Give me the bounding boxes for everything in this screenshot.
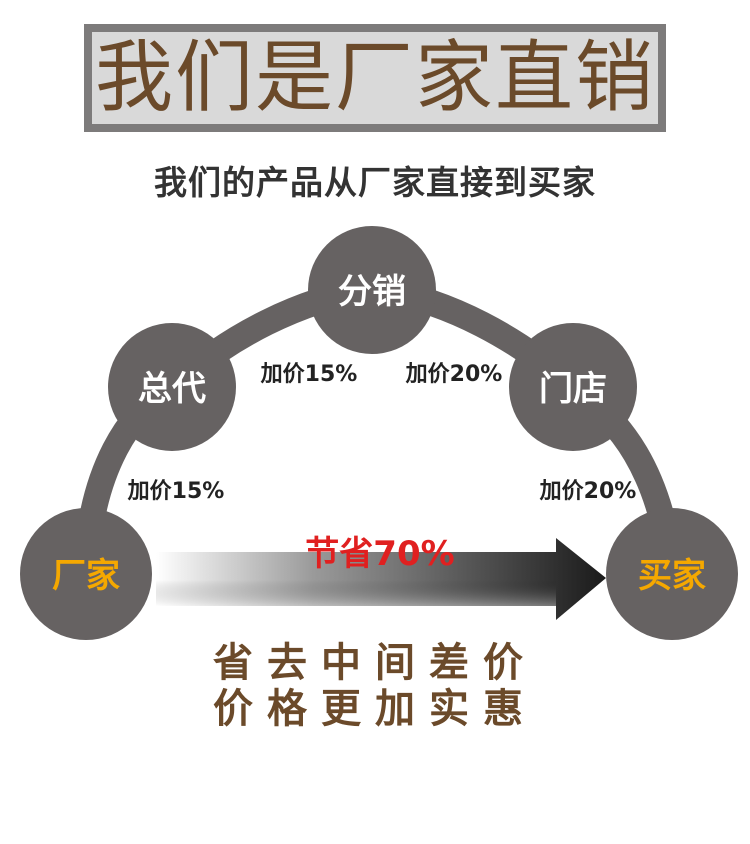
markup-store-to-buyer: 加价20% [539,479,637,504]
node-distribution-label: 分销 [338,272,406,312]
node-buyer-label: 买家 [638,556,706,596]
savings-label: 节省70% [305,534,455,574]
subtitle: 我们的产品从厂家直接到买家 [154,163,596,202]
page-title: 我们是厂家直销 [94,33,655,123]
savings-arrow [156,538,606,620]
node-general-agent: 总代 [108,323,236,451]
markup-factory-to-agent: 加价15% [127,479,225,504]
markup-distribution-to-store: 加价20% [405,362,503,387]
node-factory: 厂家 [20,508,152,640]
node-buyer: 买家 [606,508,738,640]
node-general-agent-label: 总代 [138,369,206,409]
slogan-line-2: 价格更加实惠 [213,685,537,732]
node-store: 门店 [509,323,637,451]
title-banner: 我们是厂家直销 [84,24,666,132]
markup-agent-to-distribution: 加价15% [260,362,358,387]
node-factory-label: 厂家 [52,556,120,596]
node-distribution: 分销 [308,226,436,354]
slogan-line-1: 省去中间差价 [213,639,537,686]
node-store-label: 门店 [539,369,607,409]
